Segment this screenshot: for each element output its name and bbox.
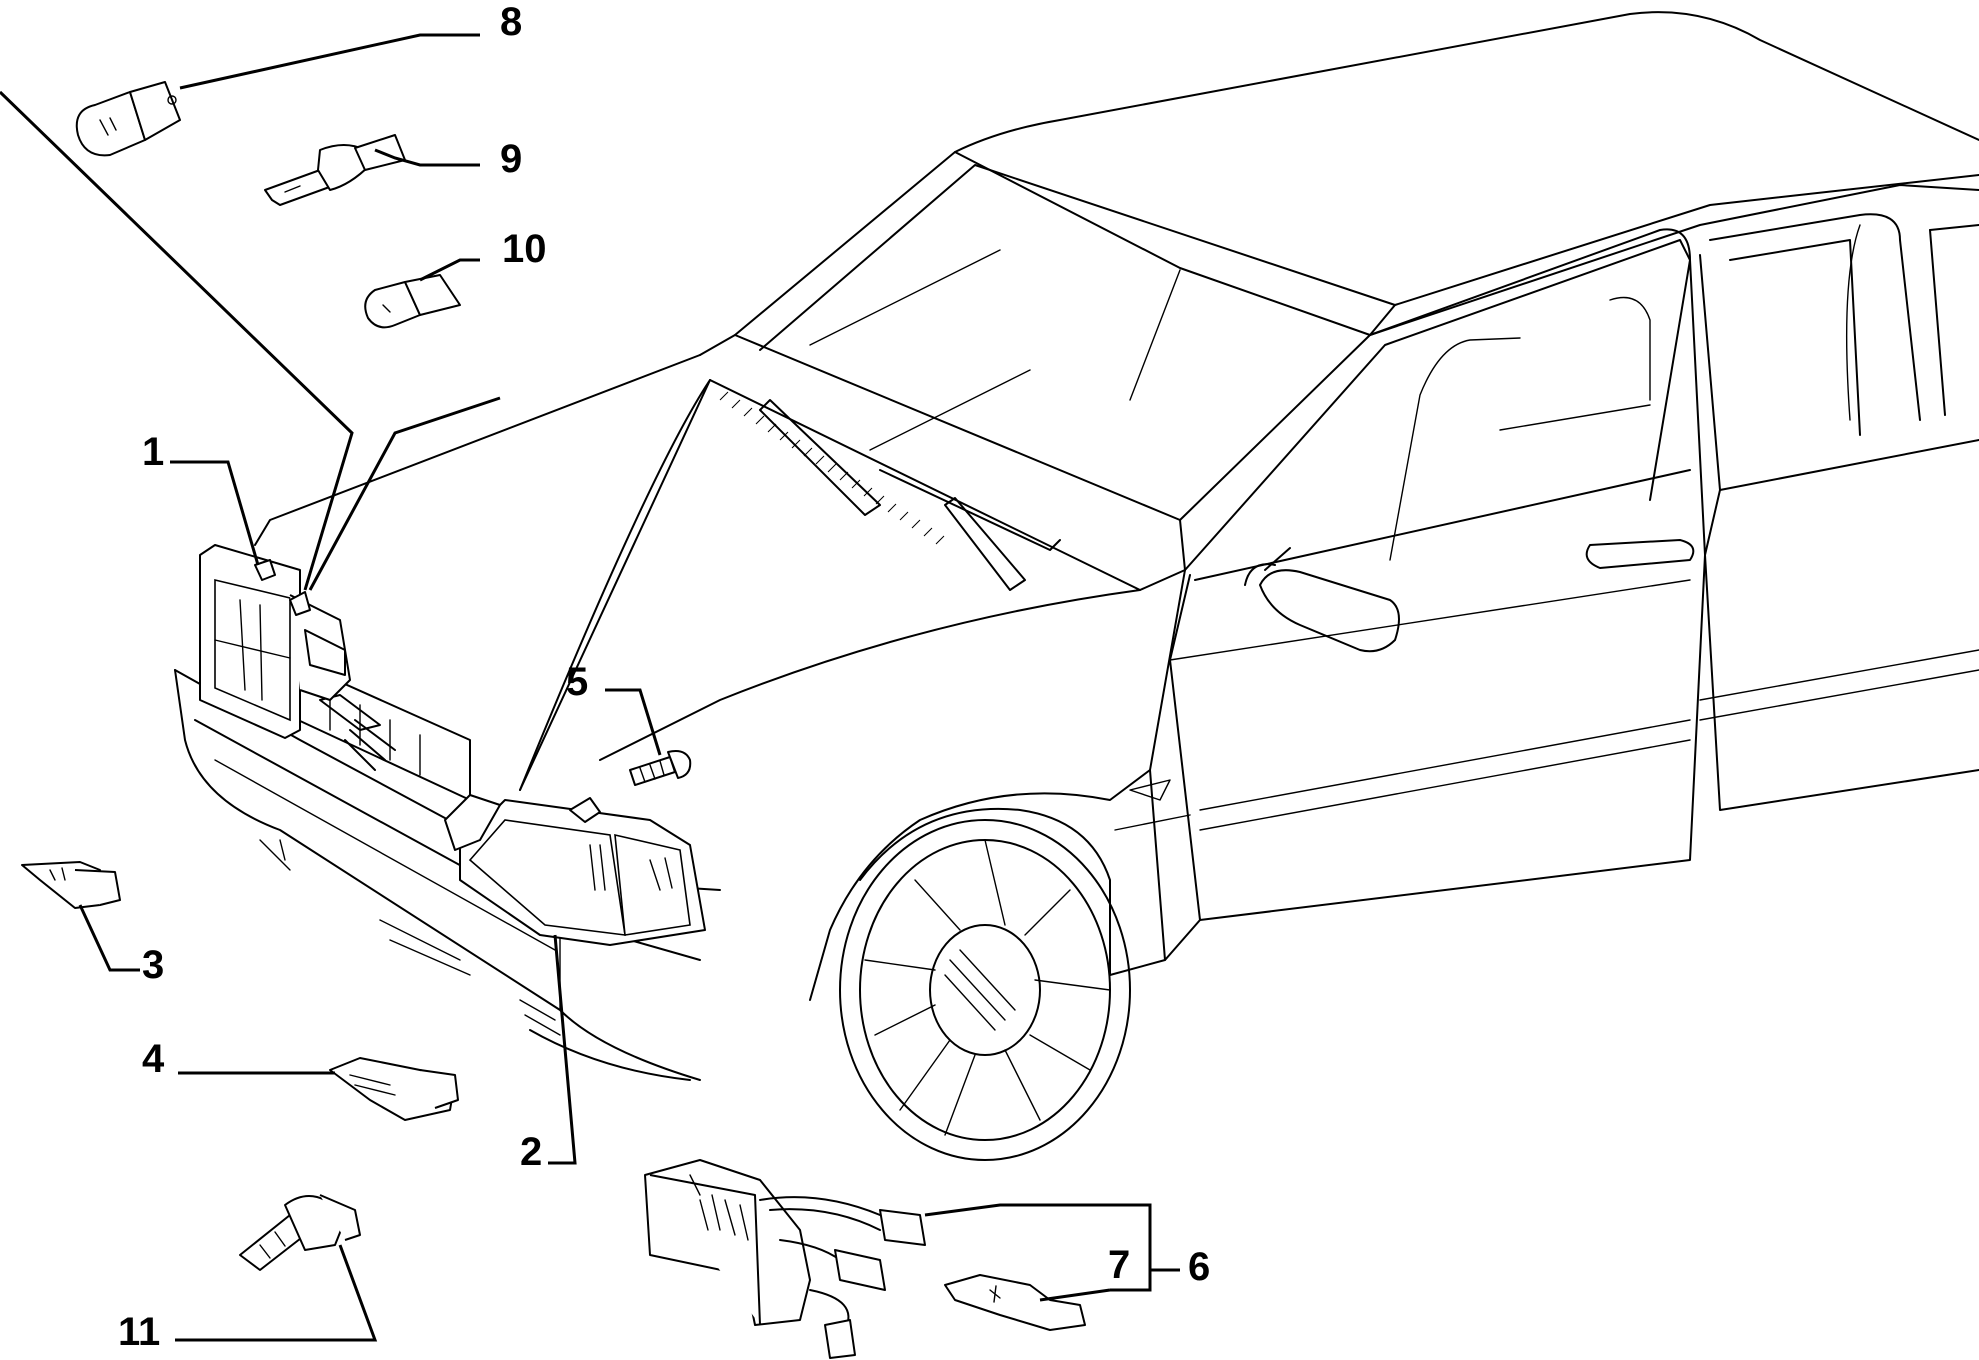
callout-11: 11 [118,1310,160,1354]
headlamp-assembly [199,544,351,739]
callout-8: 8 [500,0,522,44]
callout-6: 6 [1188,1245,1210,1289]
wiring-harness-connector [644,1159,926,1359]
callout-9: 9 [500,137,522,181]
callout-1: 1 [142,430,164,474]
headlamp-with-corner-lamp [444,794,706,946]
small-bayonet-bulb [364,274,461,329]
callout-4: 4 [142,1037,165,1081]
callout-10: 10 [502,227,547,271]
car-body [174,11,1979,1161]
callout-5: 5 [566,660,588,704]
callout-3: 3 [142,943,164,987]
callout-2: 2 [520,1130,542,1174]
adjusting-screw [629,750,692,786]
leader-lines [0,33,1180,1342]
callout-7: 7 [1108,1243,1130,1287]
bayonet-bulb [75,81,181,157]
connector-clip [944,1274,1086,1331]
callout-labels: 1 2 3 4 5 6 7 8 9 10 11 [118,0,1210,1354]
halogen-bulb-h4 [239,1194,361,1271]
bulb-socket [21,861,121,909]
halogen-bulb-h1 [264,134,406,206]
bulb-socket [329,1057,459,1121]
